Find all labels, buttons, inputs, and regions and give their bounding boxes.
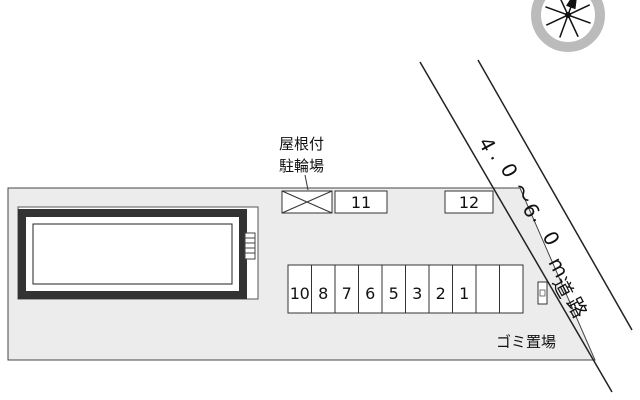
parking-slot	[499, 264, 524, 314]
parking-slot	[475, 264, 500, 314]
parking-slot: 1	[452, 264, 477, 314]
parking-slot: 10	[287, 264, 312, 314]
compass-rose-icon	[531, 0, 605, 52]
slot-number: 2	[436, 284, 446, 303]
garbage-area: ゴミ置場	[496, 281, 556, 351]
svg-text:11: 11	[351, 193, 371, 212]
road-edge-left	[419, 61, 613, 393]
carport-label-line1: 屋根付	[279, 135, 324, 153]
parking-slot-12: 12	[444, 190, 494, 214]
building	[17, 206, 259, 300]
building-stairs	[244, 232, 256, 260]
parking-slot: 7	[334, 264, 359, 314]
covered-bike-parking: 屋根付 駐輪場	[279, 135, 333, 214]
svg-text:12: 12	[459, 193, 479, 212]
carport-label-line2: 駐輪場	[279, 157, 324, 175]
road-label-char: 0	[496, 159, 523, 182]
parking-slot: 6	[358, 264, 383, 314]
parking-slot: 2	[428, 264, 453, 314]
slot-number: 3	[412, 284, 422, 303]
slot-number: 7	[342, 284, 352, 303]
slot-number: 5	[389, 284, 399, 303]
parking-slot: 3	[405, 264, 430, 314]
garbage-label: ゴミ置場	[496, 333, 556, 351]
parking-slot: 8	[311, 264, 336, 314]
slot-number: 1	[459, 284, 469, 303]
slot-number: 6	[365, 284, 375, 303]
road-edge-right	[477, 59, 633, 331]
parking-slot-11: 11	[334, 190, 388, 214]
parking-slot: 5	[381, 264, 406, 314]
slot-number: 8	[318, 284, 328, 303]
slot-number: 10	[290, 284, 310, 303]
